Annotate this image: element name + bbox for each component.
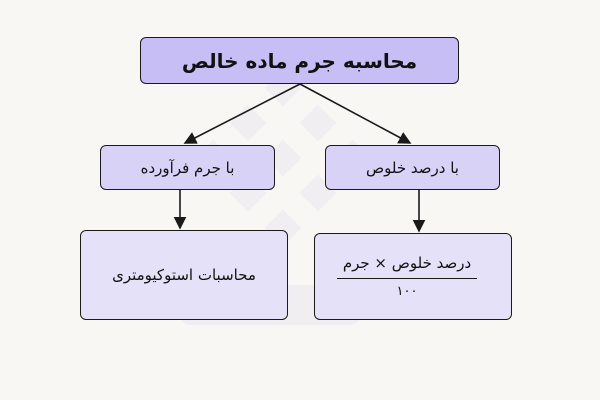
- product-mass-branch-label: با جرم فرآورده: [140, 158, 235, 177]
- formula-denominator: ۱۰۰: [396, 284, 418, 299]
- root-node-label: محاسبه جرم ماده خالص: [181, 48, 418, 73]
- root-node: محاسبه جرم ماده خالص: [140, 37, 459, 84]
- formula-leaf-node: درصد خلوص × جرم ۱۰۰: [314, 233, 512, 320]
- arrow-root-to-purity: [299, 83, 412, 144]
- formula-numerator: درصد خلوص × جرم: [336, 254, 478, 279]
- arrow-root-to-product: [183, 83, 301, 144]
- stoichiometry-leaf-node: محاسبات استوکیومتری: [80, 230, 288, 320]
- purity-branch-label: با درصد خلوص: [366, 158, 459, 177]
- product-mass-branch-node: با جرم فرآورده: [100, 145, 275, 190]
- stoichiometry-leaf-label: محاسبات استوکیومتری: [112, 266, 256, 284]
- purity-formula-fraction: درصد خلوص × جرم ۱۰۰: [336, 254, 478, 299]
- purity-branch-node: با درصد خلوص: [325, 145, 500, 190]
